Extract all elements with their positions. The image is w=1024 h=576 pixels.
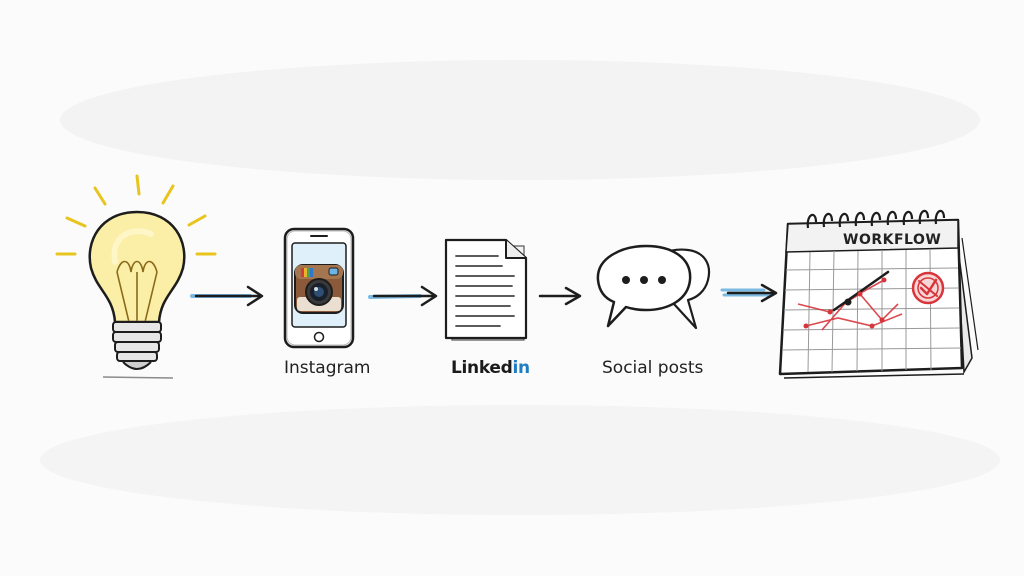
arrow-3 bbox=[538, 286, 582, 306]
linkedin-in-mark: in bbox=[512, 358, 531, 378]
instagram-label: Instagram bbox=[284, 358, 371, 378]
linkedin-label-text: Linked bbox=[451, 358, 513, 378]
arrow-2 bbox=[368, 285, 438, 307]
linkedin-label: Linkedin bbox=[451, 358, 530, 378]
instagram-logo-icon bbox=[294, 264, 344, 314]
lightbulb-icon bbox=[55, 174, 217, 379]
calendar-icon bbox=[778, 209, 979, 379]
calendar-title: WORKFLOW bbox=[843, 232, 942, 248]
arrow-1 bbox=[190, 285, 264, 307]
arrow-4 bbox=[720, 283, 778, 303]
social-posts-label: Social posts bbox=[602, 358, 704, 378]
chat-bubbles-icon bbox=[596, 244, 711, 330]
document-icon bbox=[444, 238, 528, 341]
